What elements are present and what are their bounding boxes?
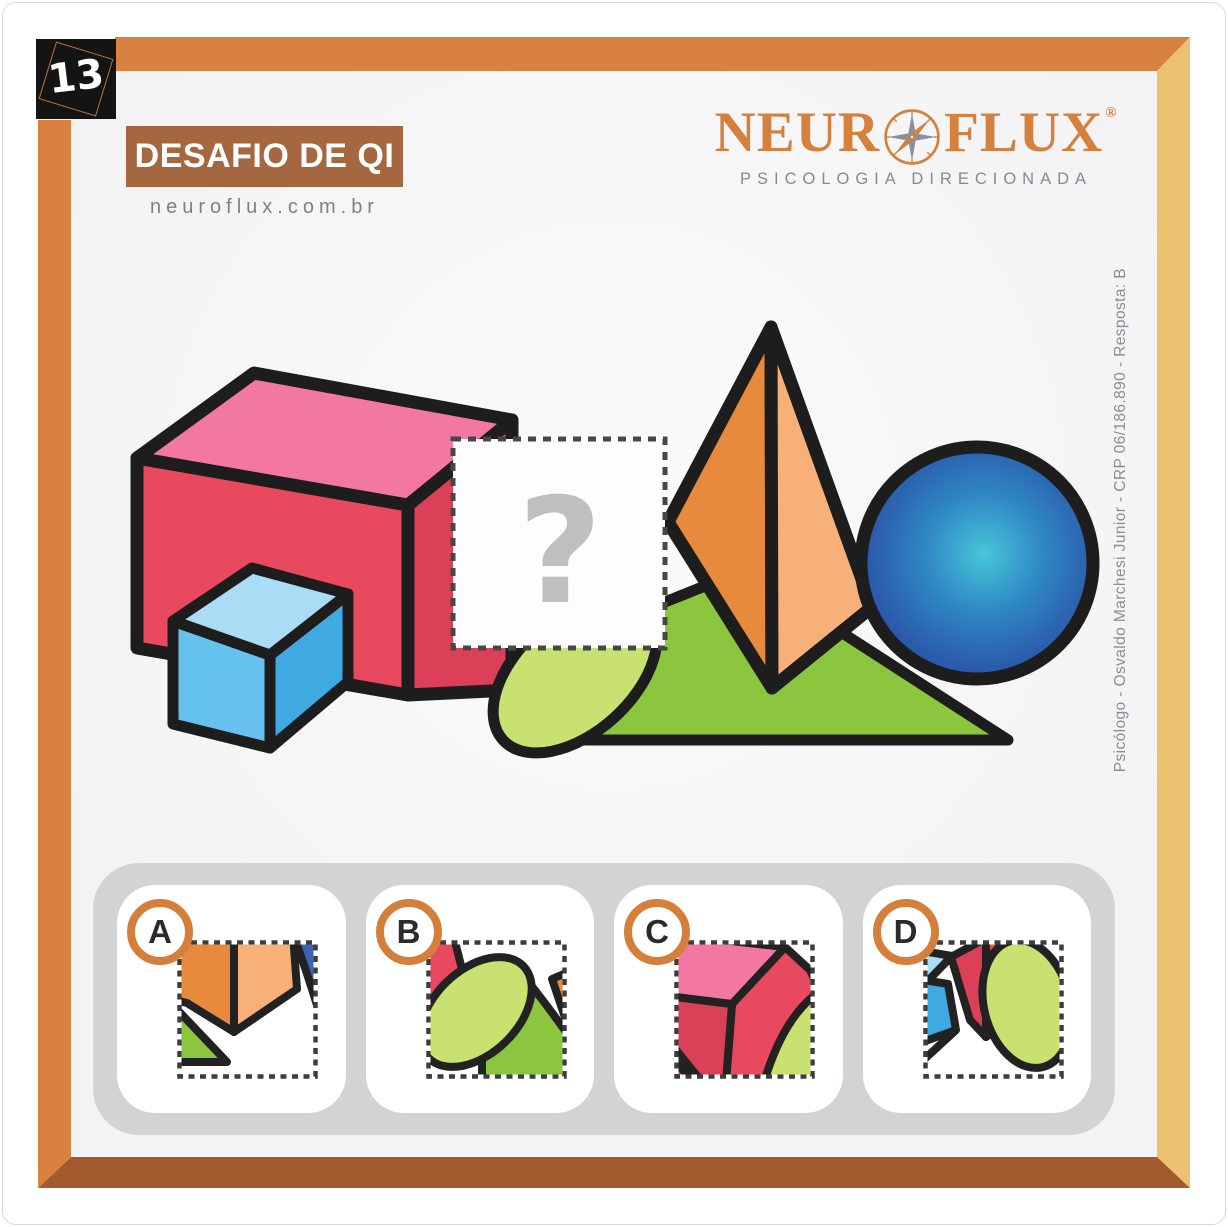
answer-options-bar: A B bbox=[93, 863, 1115, 1135]
challenge-number-badge: 13 bbox=[36, 39, 116, 119]
option-letter: D bbox=[893, 913, 918, 950]
option-card-b[interactable]: B bbox=[365, 885, 594, 1113]
option-c-fragment bbox=[674, 940, 815, 1079]
option-b-fragment bbox=[425, 940, 567, 1079]
option-card-d[interactable]: D bbox=[862, 885, 1091, 1113]
compass-icon bbox=[884, 109, 940, 165]
registered-mark: ® bbox=[1105, 105, 1118, 121]
brand-name-right: FLUX bbox=[944, 101, 1104, 164]
option-card-c[interactable]: C bbox=[614, 885, 843, 1113]
option-a-fragment bbox=[177, 940, 318, 1079]
missing-piece-box: ? bbox=[450, 436, 668, 651]
brand-logo: NEUR bbox=[700, 104, 1132, 189]
page-title: DESAFIO DE QI bbox=[126, 126, 403, 187]
challenge-number: 13 bbox=[45, 50, 107, 104]
option-d-fragment bbox=[922, 940, 1064, 1079]
option-letter: B bbox=[396, 913, 421, 950]
brand-name-left: NEUR bbox=[714, 101, 881, 164]
blue-sphere bbox=[854, 440, 1100, 686]
option-letter-ring: C bbox=[624, 899, 690, 965]
puzzle-scene: ? bbox=[130, 320, 1100, 759]
option-letter-ring: A bbox=[127, 899, 193, 965]
question-mark: ? bbox=[518, 467, 603, 637]
brand-tagline: PSICOLOGIA DIRECIONADA bbox=[739, 170, 1093, 188]
blue-cube bbox=[167, 562, 354, 754]
option-letter-ring: B bbox=[375, 899, 442, 965]
option-letter: A bbox=[148, 913, 172, 950]
option-letter-ring: D bbox=[872, 899, 939, 965]
option-card-a[interactable]: A bbox=[117, 885, 346, 1113]
option-letter: C bbox=[645, 913, 669, 950]
orange-pyramid bbox=[661, 320, 879, 695]
website-text[interactable]: neuroflux.com.br bbox=[150, 196, 379, 218]
